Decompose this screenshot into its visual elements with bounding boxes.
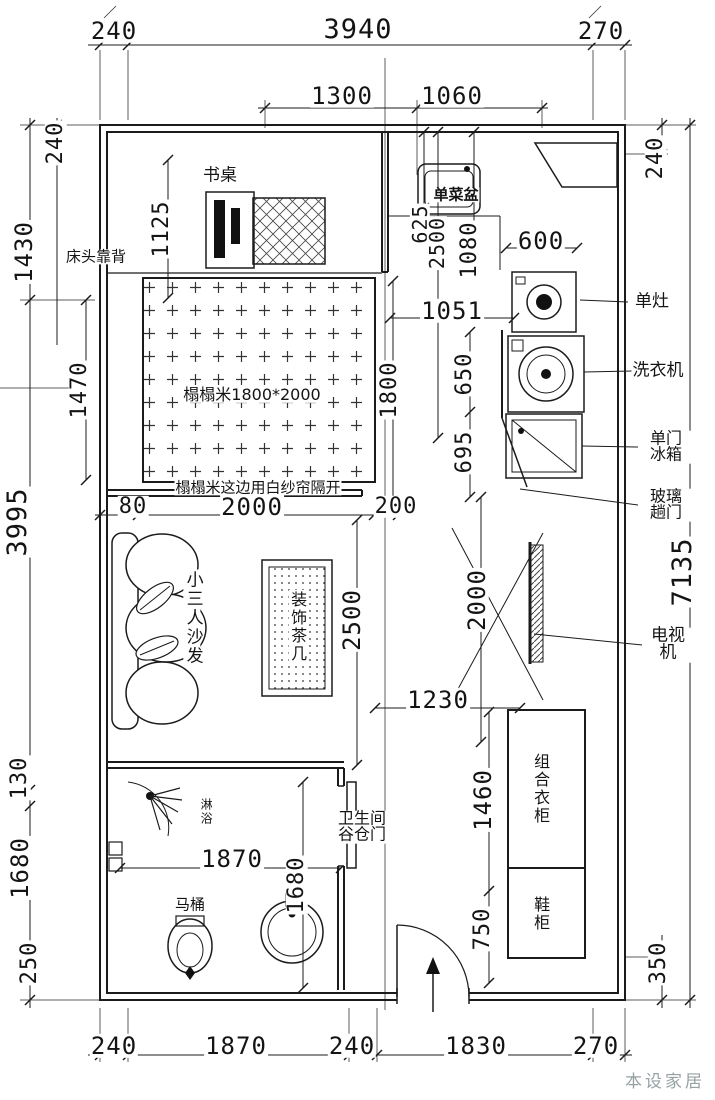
basin — [260, 893, 324, 964]
toilet — [167, 915, 213, 980]
opening-caps — [338, 785, 470, 1004]
shower — [127, 781, 183, 837]
fixtures — [108, 163, 586, 980]
bath-shelf-2 — [108, 857, 123, 872]
leader-lines — [451, 299, 643, 701]
bath-shelf-1 — [108, 841, 123, 856]
stove — [511, 271, 577, 333]
desk — [205, 191, 255, 269]
entry-door-arc — [396, 924, 470, 998]
watermark: 本设家居 — [625, 1072, 705, 1092]
sofa — [111, 532, 207, 730]
barn-door-panel — [346, 781, 357, 869]
wardrobe — [507, 709, 586, 869]
doors — [346, 417, 528, 1012]
walls — [99, 124, 626, 1001]
tatami-platform — [142, 277, 376, 483]
extension-lines — [0, 5, 696, 1062]
washing-machine — [507, 335, 585, 413]
tea-table-rug — [261, 559, 333, 697]
entry-arrow-head — [426, 957, 440, 974]
shoe-cabinet — [507, 867, 586, 959]
chair-rug — [252, 197, 326, 265]
tv-unit — [528, 542, 544, 664]
kitchen-sink — [417, 163, 481, 215]
fridge — [505, 413, 583, 479]
